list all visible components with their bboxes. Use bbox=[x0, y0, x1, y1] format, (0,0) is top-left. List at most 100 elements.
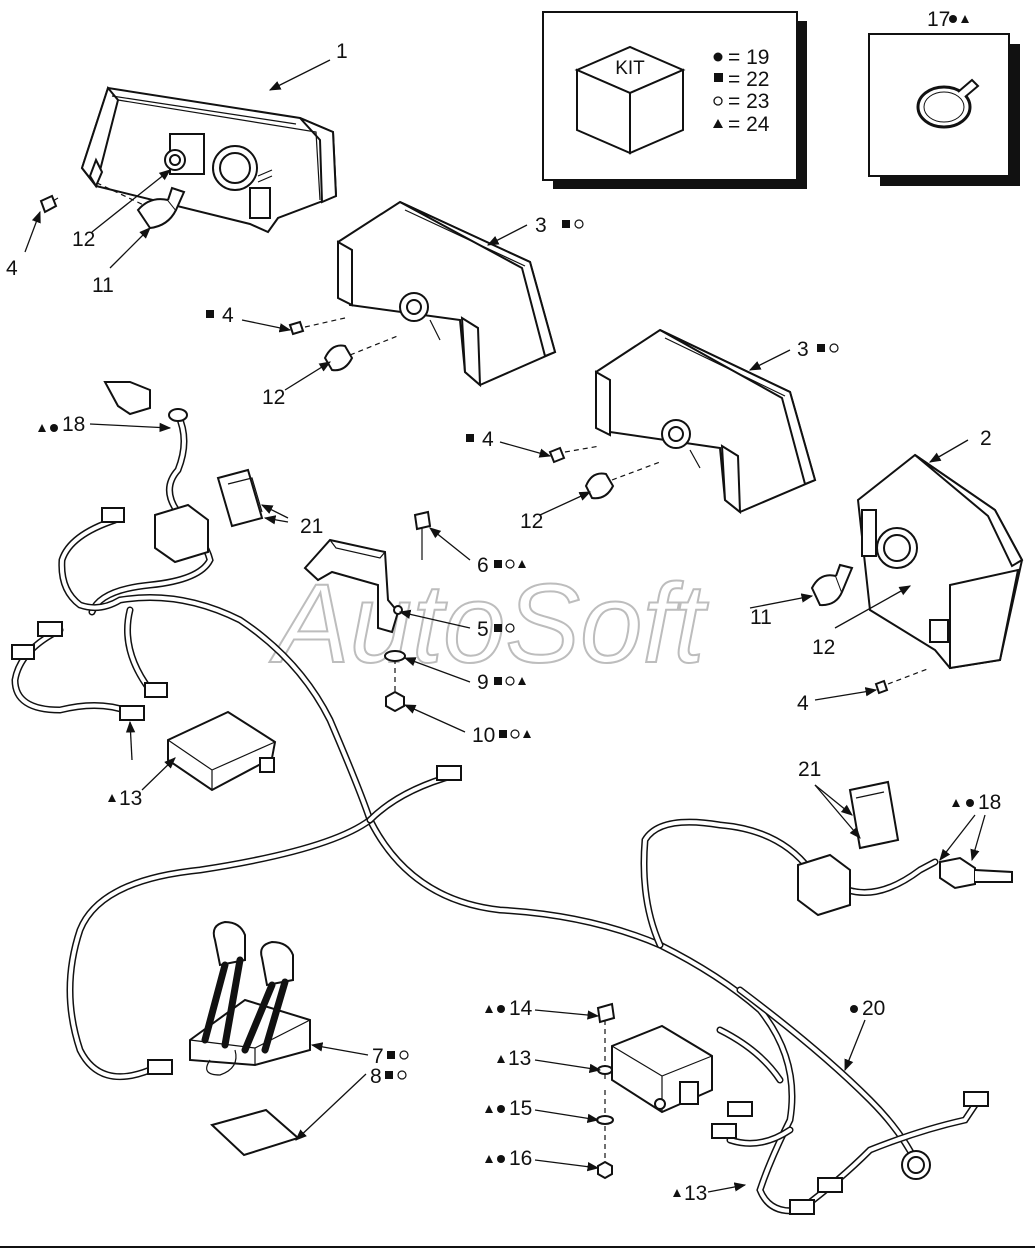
connector-icon bbox=[119, 705, 145, 721]
callout-7: 7 bbox=[372, 1045, 384, 1068]
harness-block bbox=[797, 853, 851, 917]
callout-12: 12 bbox=[812, 636, 835, 659]
connector-icon bbox=[147, 1059, 173, 1075]
work-lamp-upper bbox=[336, 200, 557, 388]
callout-20: 20 bbox=[862, 997, 885, 1020]
triangle-icon bbox=[485, 1155, 493, 1163]
callout-15: 15 bbox=[509, 1097, 532, 1120]
bulb-holder-icon bbox=[939, 856, 976, 890]
triangle-icon bbox=[673, 1189, 681, 1197]
circle-icon bbox=[829, 343, 839, 353]
callout-9: 9 bbox=[477, 671, 489, 694]
connector-icon bbox=[817, 1177, 843, 1193]
bulb-icon bbox=[136, 198, 178, 230]
callout-17: 17 bbox=[927, 8, 950, 31]
square-icon bbox=[206, 310, 214, 318]
control-module bbox=[611, 1024, 713, 1114]
legend-square-icon bbox=[714, 73, 723, 82]
square-icon bbox=[494, 560, 502, 568]
triangle-icon bbox=[518, 560, 526, 568]
legend-dot-icon bbox=[713, 52, 723, 62]
triangle-icon bbox=[38, 424, 46, 432]
callout-6: 6 bbox=[477, 554, 489, 577]
square-icon bbox=[494, 677, 502, 685]
kit-word: KIT bbox=[615, 58, 645, 79]
triangle-icon bbox=[108, 794, 116, 802]
callout-16: 16 bbox=[509, 1147, 532, 1170]
triangle-icon bbox=[485, 1005, 493, 1013]
rear-lamp-right bbox=[856, 453, 1024, 670]
legend-dot-value: = 19 bbox=[728, 46, 769, 69]
circle-icon bbox=[397, 1070, 407, 1080]
circle-icon bbox=[399, 1050, 409, 1060]
connector-icon bbox=[789, 1199, 815, 1215]
socket-icon bbox=[323, 344, 354, 372]
square-icon bbox=[466, 434, 474, 442]
connector-icon bbox=[711, 1123, 737, 1139]
legend-circle-value: = 23 bbox=[728, 90, 769, 113]
connector-icon bbox=[11, 644, 35, 660]
washer-icon bbox=[597, 1065, 613, 1075]
washer-icon bbox=[596, 1115, 614, 1125]
kit-cube-icon: KIT bbox=[574, 45, 686, 155]
relay-module bbox=[189, 920, 311, 1076]
callout-2: 2 bbox=[980, 427, 992, 450]
legend-circle-icon bbox=[713, 96, 723, 106]
clamp-box: 17 bbox=[868, 8, 1020, 186]
kit-legend: = 19 = 22 = 23 = 24 bbox=[713, 46, 770, 136]
kit-legend-box: KIT = 19 = 22 = 23 = 24 bbox=[542, 11, 807, 189]
circle-icon bbox=[505, 676, 515, 686]
harness-block bbox=[154, 503, 209, 564]
bolt-icon bbox=[413, 510, 432, 531]
callout-14: 14 bbox=[509, 997, 533, 1020]
callout-21: 21 bbox=[798, 758, 821, 781]
washer-icon bbox=[384, 650, 406, 662]
label-plate bbox=[216, 468, 264, 528]
callout-13: 13 bbox=[119, 787, 142, 810]
callout-13: 13 bbox=[508, 1047, 531, 1070]
callout-1: 1 bbox=[336, 40, 348, 63]
screw-icon bbox=[288, 320, 305, 336]
screw-icon bbox=[874, 679, 889, 695]
callout-11: 11 bbox=[92, 274, 114, 297]
circle-icon bbox=[510, 729, 520, 739]
callout-4: 4 bbox=[6, 257, 18, 280]
square-icon bbox=[385, 1071, 393, 1079]
dot-icon bbox=[850, 1005, 858, 1013]
legend-triangle-value: = 24 bbox=[728, 113, 770, 136]
square-icon bbox=[817, 344, 825, 352]
socket-icon bbox=[584, 472, 615, 500]
watermark: AutoSoft bbox=[269, 561, 709, 686]
nut-icon bbox=[385, 690, 405, 713]
connector-icon bbox=[436, 765, 462, 781]
connector-icon bbox=[37, 621, 63, 637]
callout-4: 4 bbox=[797, 692, 809, 715]
callout-3: 3 bbox=[535, 214, 547, 237]
square-icon bbox=[387, 1051, 395, 1059]
callout-3: 3 bbox=[797, 338, 809, 361]
callout-12: 12 bbox=[520, 510, 543, 533]
dot-icon bbox=[497, 1005, 505, 1013]
triangle-icon bbox=[518, 677, 526, 685]
callout-10: 10 bbox=[472, 724, 495, 747]
legend-triangle-icon bbox=[713, 119, 723, 128]
callout-4: 4 bbox=[482, 428, 494, 451]
square-icon bbox=[494, 624, 502, 632]
callouts: 1 4 12 11 3 4 12 3 4 12 2 18 21 6 5 9 10 bbox=[6, 40, 1001, 1205]
connector-icon bbox=[963, 1091, 989, 1107]
callout-5: 5 bbox=[477, 618, 489, 641]
callout-4: 4 bbox=[222, 304, 234, 327]
work-lamp-lower bbox=[594, 328, 817, 515]
triangle-icon bbox=[523, 730, 531, 738]
connector-icon bbox=[101, 507, 125, 523]
screw-icon bbox=[39, 194, 58, 214]
bolt-icon bbox=[596, 1002, 616, 1024]
legend-square-value: = 22 bbox=[728, 68, 769, 91]
triangle-icon bbox=[952, 799, 960, 807]
bulb-holder-icon bbox=[103, 381, 151, 416]
circle-icon bbox=[505, 559, 515, 569]
label-plate bbox=[848, 780, 900, 850]
dot-icon bbox=[497, 1155, 505, 1163]
hose-clamp-icon bbox=[916, 85, 972, 129]
callout-17-triangle-icon bbox=[961, 15, 969, 23]
